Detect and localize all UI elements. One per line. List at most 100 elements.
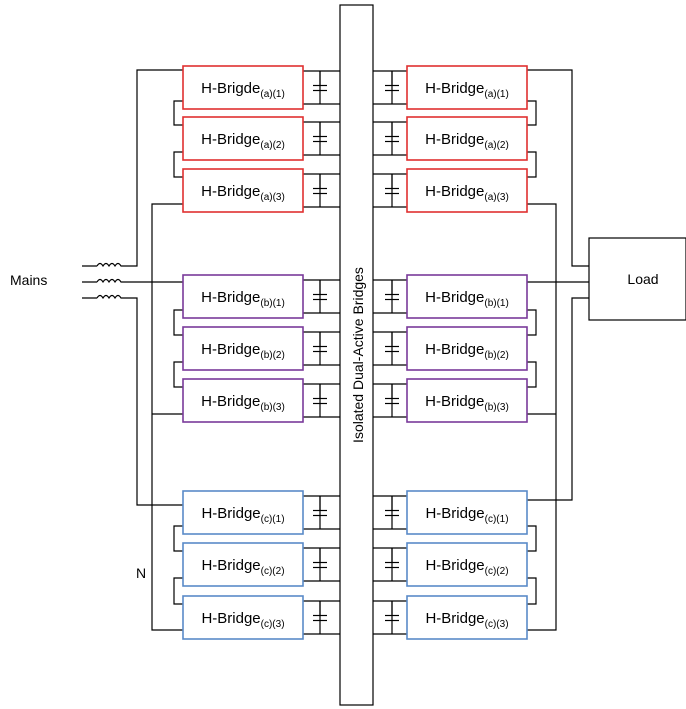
bridge-label-main: H-Brigde — [201, 80, 260, 97]
bridge-label: H-Bridge(b)(2) — [425, 341, 509, 361]
capacitor-icon — [385, 548, 399, 581]
bridge-box — [406, 490, 528, 535]
capacitor-icon — [313, 601, 327, 634]
capacitor-icon — [313, 174, 327, 207]
bridge-label-main: H-Bridge — [425, 289, 484, 306]
bridge-label-sub: (a)(2) — [260, 140, 284, 151]
bridge-label-main: H-Bridge — [425, 80, 484, 97]
bridge-label-sub: (b)(2) — [484, 350, 508, 361]
capacitor-icon — [385, 280, 399, 313]
bridge-box — [406, 595, 528, 640]
bridge-label: H-Bridge(c)(1) — [201, 505, 284, 525]
dc-link-capacitors — [313, 71, 399, 634]
bridge-label: H-Bridge(c)(2) — [425, 557, 508, 577]
left-bridge-a1: H-Brigde(a)(1) — [182, 65, 304, 110]
bridge-label-sub: (c)(3) — [261, 619, 285, 630]
capacitor-icon — [313, 280, 327, 313]
capacitor-icon — [385, 384, 399, 417]
left-bridge-c1: H-Bridge(c)(1) — [182, 490, 304, 535]
left-bridge-a2: H-Bridge(a)(2) — [182, 116, 304, 161]
bridge-label: H-Bridge(a)(1) — [425, 80, 509, 100]
mains-label: Mains — [10, 272, 47, 288]
right-bridge-b3: H-Bridge(b)(3) — [406, 378, 528, 423]
bridge-label-main: H-Bridge — [201, 505, 260, 522]
bridge-box — [182, 168, 304, 213]
left-bridge-c2: H-Bridge(c)(2) — [182, 542, 304, 587]
capacitor-icon — [313, 71, 327, 104]
bridge-box — [406, 168, 528, 213]
bridge-label-sub: (b)(1) — [260, 298, 284, 309]
bridge-label-main: H-Bridge — [425, 610, 484, 627]
bridge-label-main: H-Bridge — [201, 131, 260, 148]
bridge-label: H-Bridge(b)(1) — [201, 289, 285, 309]
bridge-label-sub: (b)(2) — [260, 350, 284, 361]
bridge-label-sub: (c)(3) — [485, 619, 509, 630]
bridge-box — [182, 378, 304, 423]
bridge-box — [182, 116, 304, 161]
right-bridge-a2: H-Bridge(a)(2) — [406, 116, 528, 161]
dab-bar — [339, 4, 374, 706]
bridge-label-main: H-Bridge — [201, 393, 260, 410]
right-bridge-c1: H-Bridge(c)(1) — [406, 490, 528, 535]
bridge-label: H-Bridge(a)(3) — [201, 183, 285, 203]
bridge-label: H-Brigde(a)(1) — [201, 80, 285, 100]
bridge-label-sub: (b)(1) — [484, 298, 508, 309]
bridge-label-sub: (a)(3) — [260, 192, 284, 203]
bridge-label: H-Bridge(a)(3) — [425, 183, 509, 203]
left-bridge-b3: H-Bridge(b)(3) — [182, 378, 304, 423]
bridge-box — [182, 274, 304, 319]
bridge-box — [406, 274, 528, 319]
bridge-label-sub: (c)(1) — [261, 514, 285, 525]
bridge-label-sub: (a)(3) — [484, 192, 508, 203]
bridge-label-sub: (a)(1) — [484, 89, 508, 100]
bridge-box — [182, 595, 304, 640]
bridge-label-main: H-Bridge — [425, 183, 484, 200]
right-bridge-a1: H-Bridge(a)(1) — [406, 65, 528, 110]
capacitor-icon — [313, 122, 327, 155]
bridge-label-main: H-Bridge — [425, 393, 484, 410]
right-bridges: H-Bridge(a)(1)H-Bridge(a)(2)H-Bridge(a)(… — [406, 65, 528, 640]
bridge-label: H-Bridge(a)(2) — [425, 131, 509, 151]
bridge-box — [406, 326, 528, 371]
capacitor-icon — [385, 496, 399, 529]
bridge-label-main: H-Bridge — [201, 289, 260, 306]
bridge-label-main: H-Bridge — [201, 183, 260, 200]
bridge-box — [406, 65, 528, 110]
bridge-label: H-Bridge(c)(3) — [425, 610, 508, 630]
bridge-label: H-Bridge(c)(3) — [201, 610, 284, 630]
bridge-label-sub: (a)(1) — [260, 89, 284, 100]
bridge-label-sub: (c)(2) — [485, 566, 509, 577]
bridge-label-sub: (a)(2) — [484, 140, 508, 151]
capacitor-icon — [385, 122, 399, 155]
capacitor-icon — [313, 496, 327, 529]
bridge-label: H-Bridge(b)(1) — [425, 289, 509, 309]
bridge-label: H-Bridge(b)(2) — [201, 341, 285, 361]
load-label: Load — [627, 271, 658, 287]
bridge-box — [182, 542, 304, 587]
wiring — [128, 69, 589, 635]
bridge-box — [182, 490, 304, 535]
bridge-label: H-Bridge(a)(2) — [201, 131, 285, 151]
capacitor-icon — [385, 332, 399, 365]
bridge-box — [182, 65, 304, 110]
bridge-label-sub: (c)(1) — [485, 514, 509, 525]
bridge-label-sub: (b)(3) — [260, 402, 284, 413]
left-bridge-b1: H-Bridge(b)(1) — [182, 274, 304, 319]
capacitor-icon — [385, 174, 399, 207]
neutral-label: N — [136, 565, 146, 581]
bridge-label: H-Bridge(b)(3) — [425, 393, 509, 413]
bridge-label: H-Bridge(b)(3) — [201, 393, 285, 413]
capacitor-icon — [313, 332, 327, 365]
capacitor-icon — [313, 384, 327, 417]
load-box — [588, 237, 686, 321]
capacitor-icon — [313, 548, 327, 581]
bridge-label-main: H-Bridge — [425, 557, 484, 574]
capacitor-icon — [385, 71, 399, 104]
right-bridge-a3: H-Bridge(a)(3) — [406, 168, 528, 213]
bridge-label: H-Bridge(c)(1) — [425, 505, 508, 525]
left-bridge-c3: H-Bridge(c)(3) — [182, 595, 304, 640]
bridge-box — [406, 116, 528, 161]
bridge-label: H-Bridge(c)(2) — [201, 557, 284, 577]
